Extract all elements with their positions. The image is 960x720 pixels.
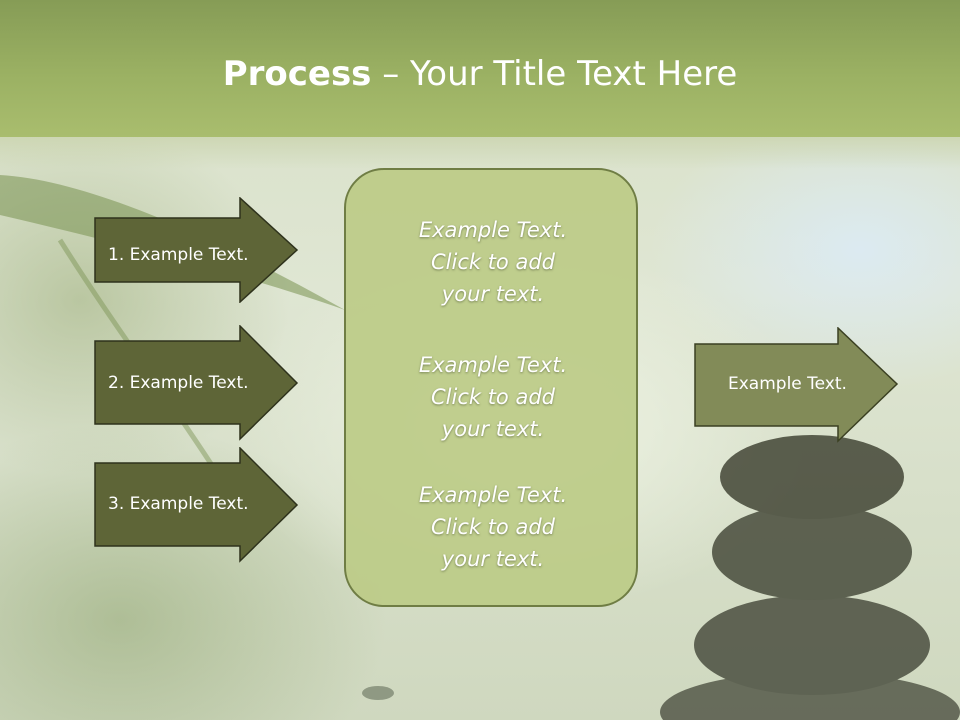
left-arrow-3[interactable] (94, 447, 300, 563)
right-arrow[interactable] (694, 327, 900, 443)
center-item-2-line2: Click to add (430, 385, 555, 409)
title-bar (0, 0, 960, 137)
left-arrow-2-label: 2. Example Text. (108, 373, 249, 393)
center-item-2: Example Text. Click to add your text. (346, 349, 640, 445)
right-arrow-label: Example Text. (728, 374, 847, 394)
stone-2 (712, 504, 912, 600)
center-item-2-line1: Example Text. (418, 353, 568, 377)
center-item-1-line1: Example Text. (418, 218, 568, 242)
title-bar-shadow (0, 137, 960, 169)
center-item-1-line2: Click to add (430, 250, 555, 274)
center-item-3-line2: Click to add (430, 515, 555, 539)
center-item-1-line3: your text. (441, 282, 545, 306)
slide-title[interactable]: Process – Your Title Text Here (0, 52, 960, 96)
title-rest: – Your Title Text Here (371, 54, 738, 94)
left-arrow-1[interactable] (94, 197, 300, 303)
center-item-2-line3: your text. (441, 417, 545, 441)
center-text-box[interactable]: Example Text. Click to add your text. Ex… (344, 168, 638, 607)
title-bold: Process (222, 54, 372, 94)
stone-top (720, 435, 904, 519)
center-item-1: Example Text. Click to add your text. (346, 214, 640, 310)
water-drop (362, 686, 394, 700)
left-arrow-1-label: 1. Example Text. (108, 245, 249, 265)
center-item-3-line3: your text. (441, 547, 545, 571)
stacked-stones (660, 435, 960, 720)
left-arrow-2[interactable] (94, 325, 300, 441)
left-arrow-3-label: 3. Example Text. (108, 494, 249, 514)
center-item-3-line1: Example Text. (418, 483, 568, 507)
stone-3 (694, 595, 930, 695)
center-item-3: Example Text. Click to add your text. (346, 479, 640, 575)
